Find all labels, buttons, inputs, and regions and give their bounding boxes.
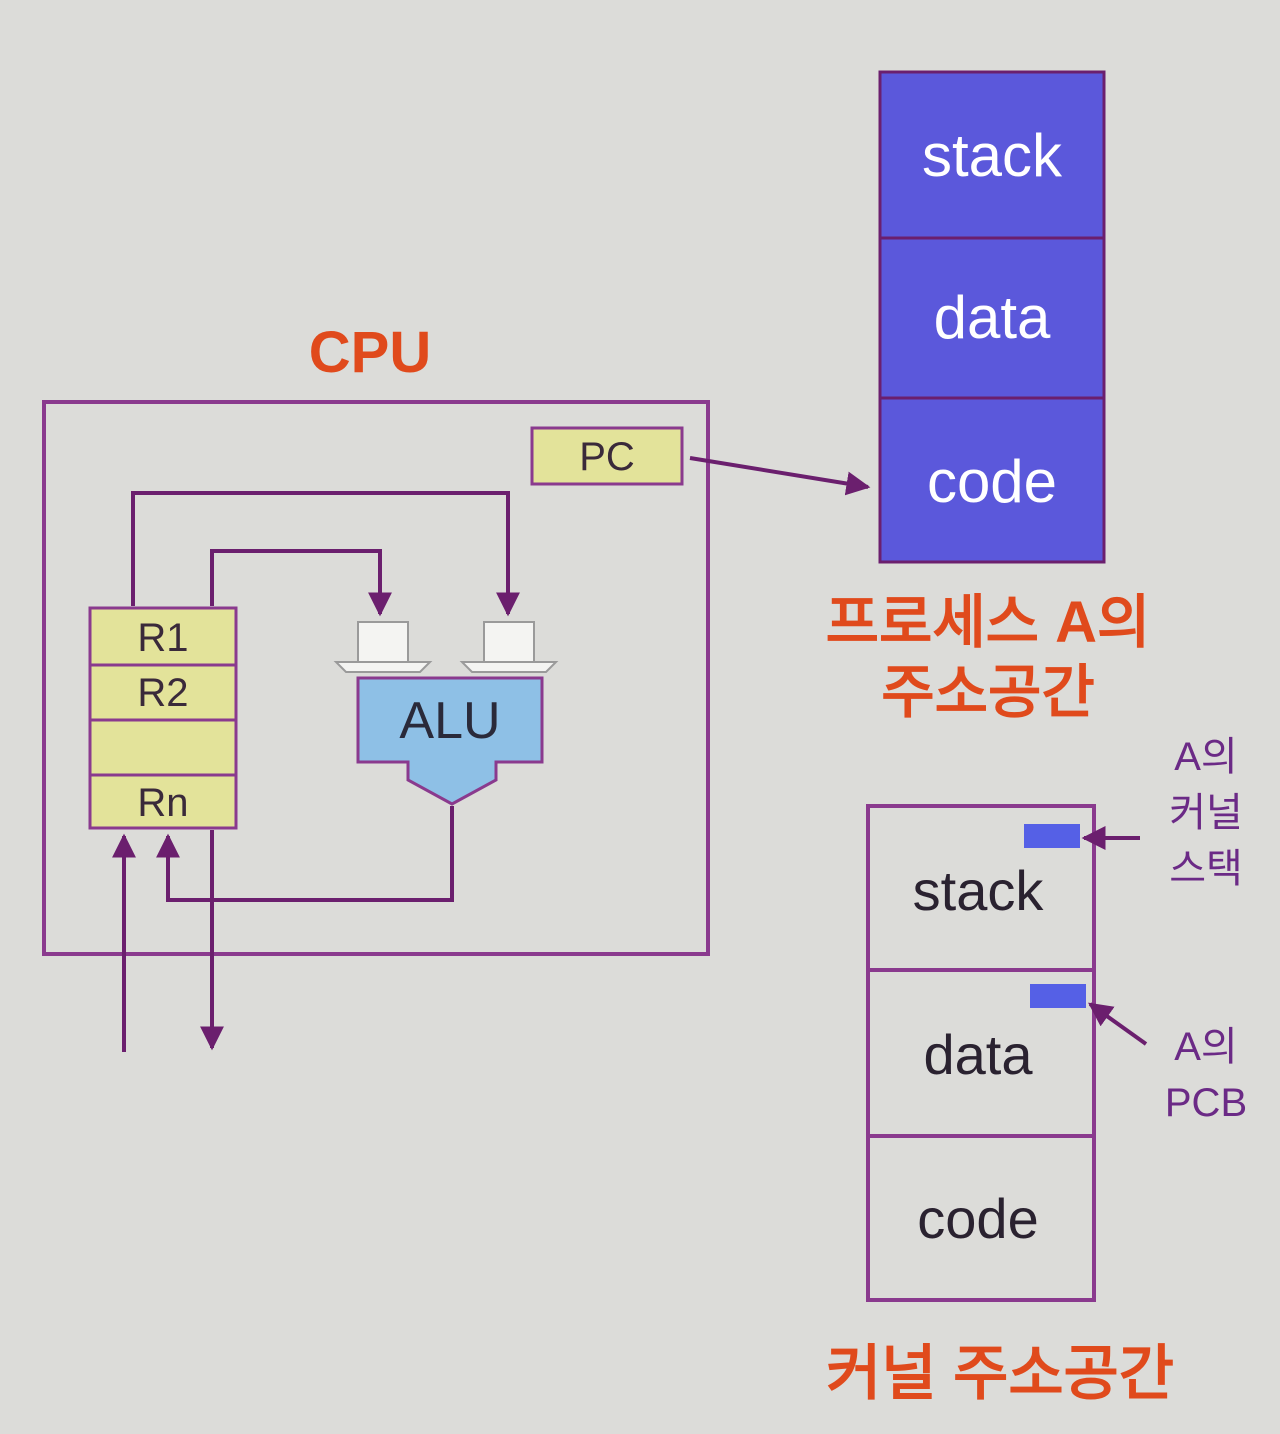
register-rn: Rn — [137, 781, 188, 825]
alu-label: ALU — [399, 692, 500, 750]
register-r2: R2 — [137, 671, 188, 715]
wire-reg-to-alu-right — [131, 491, 520, 617]
pcb-note-line1: A의 — [1174, 1025, 1237, 1069]
process-segment-code: code — [927, 448, 1057, 515]
kernel-segment-code: code — [917, 1187, 1038, 1250]
alu-input-left — [333, 621, 433, 673]
cpu-frame — [42, 400, 710, 956]
alu: ALU — [356, 676, 544, 806]
pcb-note-line2: PCB — [1165, 1081, 1247, 1125]
cpu-title: CPU — [309, 320, 431, 385]
kernel-address-space: stack data code — [866, 804, 1096, 1302]
alu-input-right — [459, 621, 559, 673]
kernel-stack-marker — [1024, 824, 1080, 848]
process-a-caption-line1: 프로세스 A의 — [826, 590, 1151, 655]
pc-arrow — [689, 456, 871, 496]
kernel-segment-data: data — [924, 1023, 1034, 1086]
pcb-pointer — [1088, 1002, 1148, 1046]
kernel-stack-note-line3: 스택 — [1169, 847, 1243, 891]
kernel-stack-note-line1: A의 — [1174, 735, 1237, 779]
wire-reg-to-alu-left — [210, 549, 392, 617]
kernel-segment-stack: stack — [913, 859, 1045, 922]
pc-label: PC — [579, 435, 635, 479]
register-file: R1 R2 Rn — [88, 606, 238, 830]
kernel-caption: 커널 주소공간 — [826, 1340, 1174, 1407]
process-segment-data: data — [934, 284, 1051, 351]
kernel-stack-note-line2: 커널 — [1169, 791, 1243, 835]
process-a-caption-line2: 주소공간 — [881, 660, 1094, 725]
process-segment-stack: stack — [922, 122, 1063, 189]
wire-alu-to-reg — [156, 806, 454, 902]
pc-register: PC — [530, 426, 684, 486]
pcb-marker — [1030, 984, 1086, 1008]
process-a-address-space: stack data code — [878, 70, 1106, 564]
register-r1: R1 — [137, 616, 188, 660]
